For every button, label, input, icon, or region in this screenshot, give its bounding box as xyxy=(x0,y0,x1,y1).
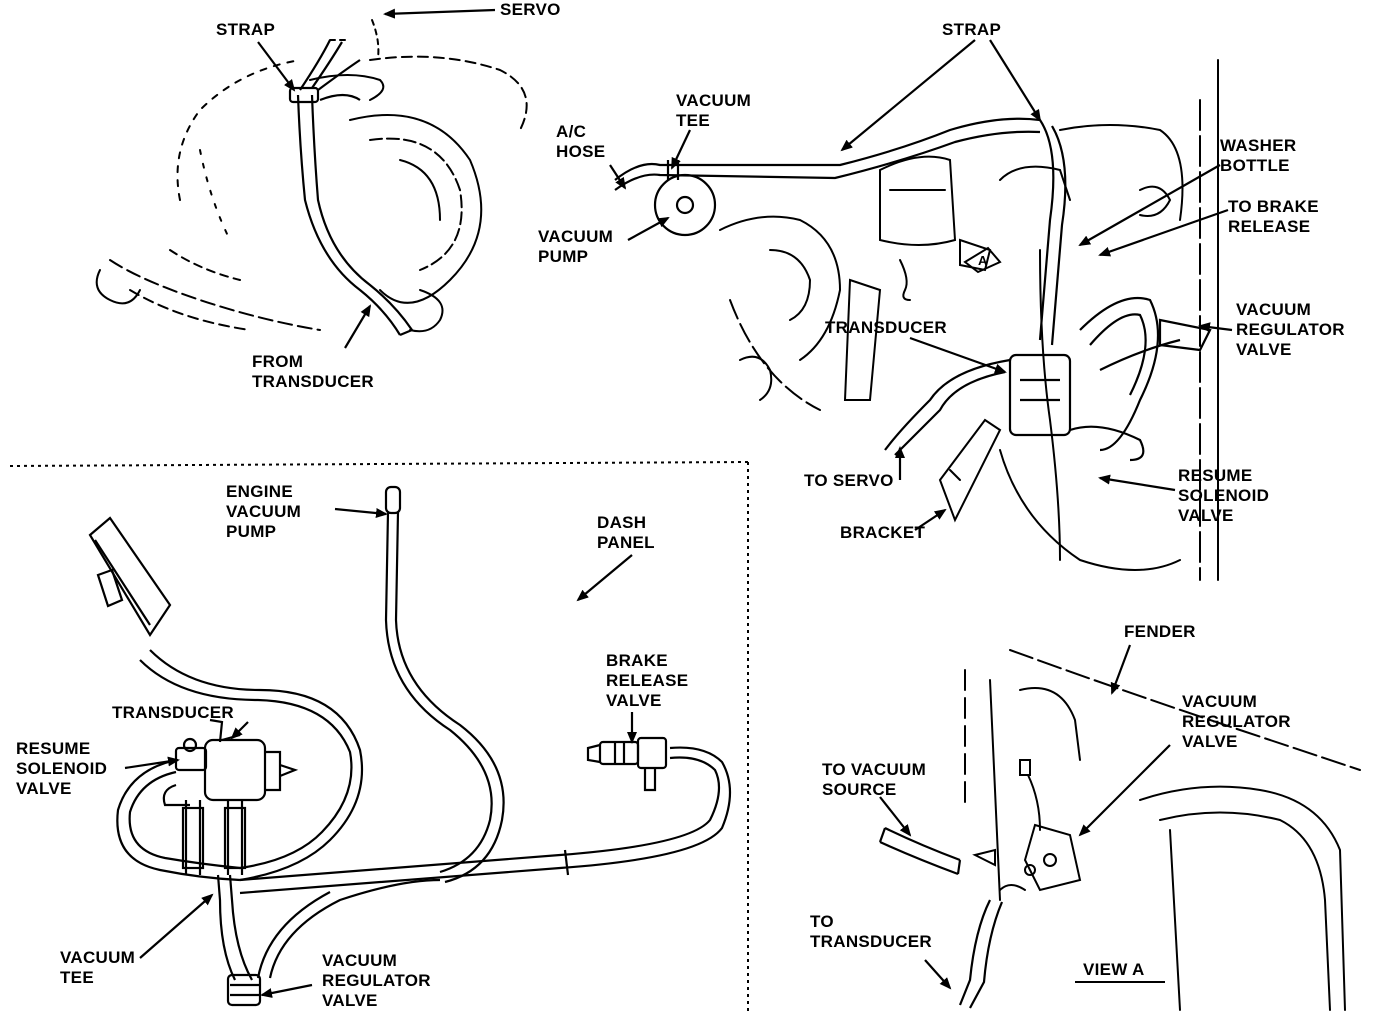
label-from-transducer: FROM TRANSDUCER xyxy=(252,352,374,391)
label-dash-panel: DASH PANEL xyxy=(597,513,655,552)
label-vacuum-regulator-valve-bottom: VACUUM REGULATOR VALVE xyxy=(322,951,431,1010)
label-strap-left: STRAP xyxy=(216,20,276,39)
label-brake-release-valve: BRAKE RELEASE VALVE xyxy=(606,651,689,710)
label-view-a: VIEW A xyxy=(1083,960,1145,979)
section-divider xyxy=(9,461,749,1012)
view-a-marker xyxy=(963,246,1002,274)
label-washer-bottle: WASHER BOTTLE xyxy=(1220,136,1297,175)
vacuum-hoses-schematic xyxy=(116,485,732,1007)
cruise-control-module xyxy=(88,516,172,638)
engine-bay-sketch xyxy=(719,59,1219,581)
label-ac-hose: A/C HOSE xyxy=(556,122,606,161)
label-to-brake-release: TO BRAKE RELEASE xyxy=(1228,197,1319,236)
label-strap-top: STRAP xyxy=(942,20,1002,39)
label-resume-solenoid-valve-top: RESUME SOLENOID VALVE xyxy=(1178,466,1270,525)
label-vacuum-regulator-valve-top: VACUUM REGULATOR VALVE xyxy=(1236,300,1345,359)
label-to-transducer: TO TRANSDUCER xyxy=(810,912,932,951)
label-vacuum-tee-bottom: VACUUM TEE xyxy=(60,948,136,987)
label-vacuum-pump: VACUUM PUMP xyxy=(538,227,614,266)
label-to-servo: TO SERVO xyxy=(804,471,894,490)
label-transducer-top: TRANSDUCER xyxy=(825,318,947,337)
engine-bay-hoses xyxy=(614,117,1212,462)
label-resume-solenoid-valve-bottom: RESUME SOLENOID VALVE xyxy=(16,739,108,798)
label-view-marker: A xyxy=(978,253,988,268)
label-servo: SERVO xyxy=(500,0,561,19)
label-bracket: BRACKET xyxy=(840,523,926,542)
view-a-sketch xyxy=(964,649,1361,1011)
view-a-hoses xyxy=(878,827,1004,1009)
servo-engine-sketch xyxy=(95,19,528,333)
servo-hose xyxy=(288,39,413,337)
label-to-vacuum-source: TO VACUUM SOURCE xyxy=(822,760,927,799)
leader-arrows xyxy=(124,8,1233,998)
label-vacuum-tee-top: VACUUM TEE xyxy=(676,91,752,130)
label-transducer-bottom: TRANSDUCER xyxy=(112,703,234,722)
label-fender: FENDER xyxy=(1124,622,1196,641)
label-engine-vacuum-pump: ENGINE VACUUM PUMP xyxy=(226,482,302,541)
label-vacuum-regulator-valve-view: VACUUM REGULATOR VALVE xyxy=(1182,692,1291,751)
